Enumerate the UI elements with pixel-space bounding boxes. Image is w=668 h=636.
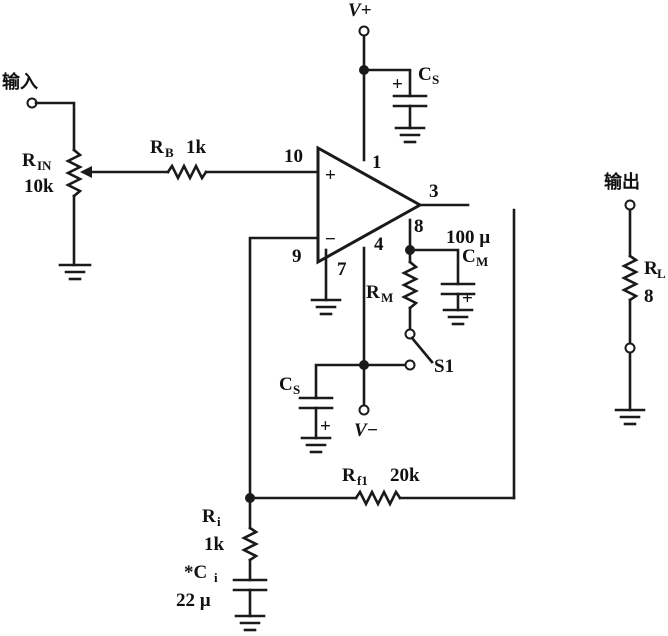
rl-label: R <box>644 258 658 279</box>
cs-top-label-sub: S <box>432 72 439 87</box>
resistor-rf1 <box>354 489 402 507</box>
cap-plus-cm: + <box>462 288 473 309</box>
cap-plus-top: + <box>392 74 403 95</box>
rin-label: R <box>22 150 36 171</box>
pin-8: 8 <box>414 216 424 237</box>
cm-value: 100 µ <box>446 227 490 248</box>
ci-value: 22 µ <box>176 590 211 611</box>
rin-value: 10k <box>24 176 54 197</box>
ri-value: 1k <box>204 534 225 555</box>
rl-terminal <box>624 342 636 354</box>
resistor-rin <box>65 148 83 198</box>
wire <box>362 68 412 98</box>
rb-label-sub: B <box>165 145 174 160</box>
minus-input-sign: − <box>325 229 336 250</box>
cm-label-sub: M <box>476 254 488 269</box>
resistor-ri <box>241 526 259 562</box>
resistor-rl <box>621 254 639 302</box>
vminus-label: V− <box>354 420 378 441</box>
rf1-label: R <box>342 465 356 486</box>
plus-input-sign: + <box>325 165 336 186</box>
rl-value: 8 <box>644 286 654 307</box>
vplus-label: V+ <box>348 0 372 21</box>
input-label: 输入 <box>2 71 38 93</box>
s1-contact <box>404 359 416 371</box>
s1-switch-blade <box>410 336 434 364</box>
compensation-section: + 100 µ C M R M S1 <box>366 218 490 377</box>
cs-bottom-label-sub: S <box>293 382 300 397</box>
cs-top-label: C <box>418 64 432 85</box>
cm-label: C <box>462 246 476 267</box>
rb-section: R B 1k <box>80 137 320 181</box>
pin-9: 9 <box>292 246 302 267</box>
pin-3: 3 <box>429 181 439 202</box>
cs-bottom-label: C <box>279 374 293 395</box>
input-section: 输入 R IN 10k <box>2 71 92 281</box>
rin-label-sub: IN <box>37 158 52 173</box>
wire <box>314 363 366 400</box>
ri-label-sub: i <box>217 514 221 529</box>
rl-label-sub: L <box>657 266 666 281</box>
ci-label: *C <box>184 562 207 583</box>
amplifier-triangle <box>316 145 424 265</box>
pin-1: 1 <box>372 152 382 173</box>
ci-label-sub: i <box>214 570 218 585</box>
rm-label: R <box>366 282 380 303</box>
vplus-terminal <box>358 25 370 37</box>
s1-label: S1 <box>434 356 454 377</box>
rm-label-sub: M <box>381 290 393 305</box>
wire <box>248 236 320 500</box>
amplifier: + − 10 1 3 8 4 9 7 <box>284 145 470 280</box>
s1-pivot <box>404 328 416 340</box>
resistor-rm <box>401 260 419 310</box>
feedback-section: R f1 20k R i 1k *C i 22 µ <box>176 208 516 632</box>
rf1-value: 20k <box>390 465 420 486</box>
rf1-label-sub: f1 <box>357 473 368 488</box>
pin7-ground <box>310 248 342 316</box>
pin-4: 4 <box>374 234 384 255</box>
output-section: 输出 R L 8 <box>604 171 666 426</box>
vminus-section: + C S V− <box>279 246 416 454</box>
output-label: 输出 <box>604 171 640 193</box>
ri-label: R <box>202 506 216 527</box>
resistor-rb <box>166 163 208 181</box>
cap-plus-bottom: + <box>320 416 331 437</box>
vminus-terminal <box>358 404 370 416</box>
output-terminal <box>624 199 636 211</box>
wire <box>34 101 76 152</box>
vplus-section: V+ + C S <box>348 0 439 162</box>
pin-7: 7 <box>337 259 347 280</box>
wiper-arrow <box>80 166 92 178</box>
wire <box>408 248 460 286</box>
pin-10: 10 <box>284 146 303 167</box>
rb-label: R <box>150 137 164 158</box>
rb-value: 1k <box>186 137 207 158</box>
